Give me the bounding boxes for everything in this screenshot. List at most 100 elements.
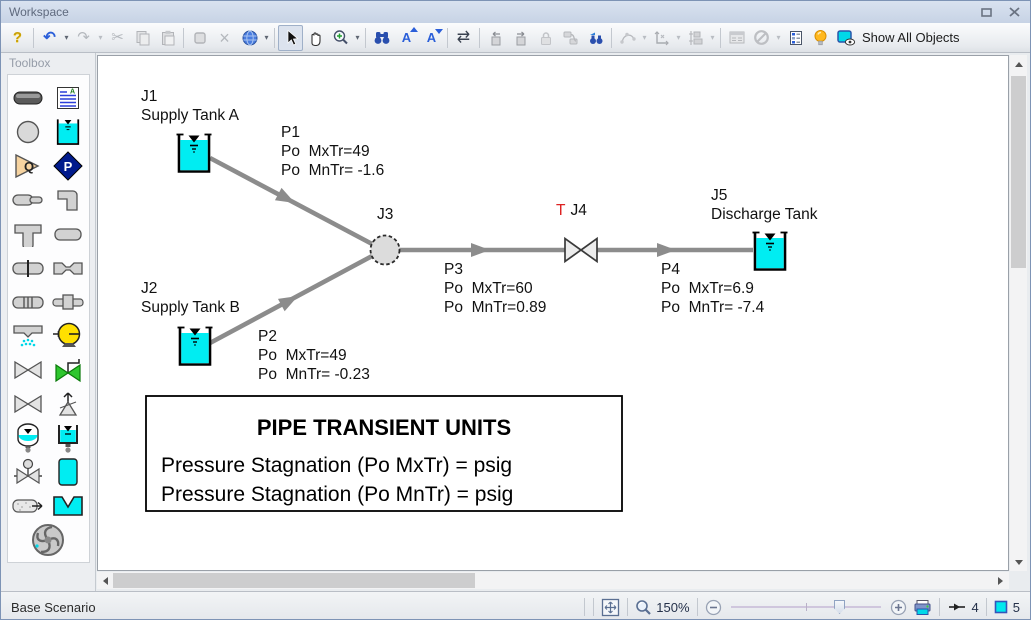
fit-to-window-button[interactable] <box>601 598 620 617</box>
units-annotation-box[interactable]: PIPE TRANSIENT UNITS Pressure Stagnation… <box>145 395 623 512</box>
assigned-flow-tool[interactable]: Q <box>8 149 48 183</box>
label-j1-id[interactable]: J1 <box>141 88 157 105</box>
volume-balance-tool[interactable] <box>48 217 88 251</box>
help-button[interactable]: ? <box>5 25 30 51</box>
redo-button[interactable]: ↷ <box>71 25 96 51</box>
relief-valve-tool[interactable] <box>48 387 88 421</box>
scale-position-button[interactable] <box>649 25 674 51</box>
cut-button[interactable]: ✂ <box>105 25 130 51</box>
label-j5-name[interactable]: Discharge Tank <box>711 206 818 223</box>
assigned-pressure-tool[interactable]: P <box>48 149 88 183</box>
venturi-tool[interactable] <box>48 251 88 285</box>
turbine-tool[interactable] <box>8 523 88 557</box>
junction-j3-branch-icon[interactable] <box>369 234 401 266</box>
delete-button[interactable]: × <box>212 25 237 51</box>
join-objects-button[interactable] <box>558 25 583 51</box>
dead-end-tool[interactable] <box>8 183 48 217</box>
align-button[interactable] <box>683 25 708 51</box>
gas-accumulator-tool[interactable] <box>8 421 48 455</box>
zoom-slider-thumb[interactable] <box>834 600 846 614</box>
undo-dropdown[interactable]: ▾ <box>64 33 69 42</box>
vertical-scrollbar[interactable] <box>1010 55 1027 571</box>
pan-button[interactable] <box>303 25 328 51</box>
properties-button[interactable] <box>724 25 749 51</box>
align-dropdown[interactable]: ▾ <box>710 33 715 42</box>
horizontal-scroll-thumb[interactable] <box>113 573 475 588</box>
scroll-left-arrow[interactable] <box>103 577 108 585</box>
junction-j5-tank-icon[interactable] <box>752 231 788 271</box>
pump-tool[interactable] <box>48 319 88 353</box>
jet-pump-tool[interactable] <box>8 489 48 523</box>
highlight-button[interactable] <box>808 25 833 51</box>
label-p4-id[interactable]: P4 <box>661 261 680 278</box>
liquid-accumulator-tool[interactable] <box>48 455 88 489</box>
polyline-button[interactable] <box>615 25 640 51</box>
redo-dropdown[interactable]: ▾ <box>98 33 103 42</box>
label-p3-id[interactable]: P3 <box>444 261 463 278</box>
control-valve-tool[interactable] <box>48 353 88 387</box>
select-button[interactable] <box>278 24 303 51</box>
disable-button[interactable] <box>749 25 774 51</box>
zoom-out-button[interactable] <box>705 599 722 616</box>
rotate-right-button[interactable] <box>508 25 533 51</box>
orifice-tool[interactable] <box>8 251 48 285</box>
globe-dropdown[interactable]: ▾ <box>264 33 269 42</box>
undo-button[interactable]: ↶ <box>37 25 62 51</box>
junction-list-button[interactable] <box>783 25 808 51</box>
find-button[interactable] <box>369 25 394 51</box>
valve-tool[interactable] <box>8 353 48 387</box>
show-all-objects-label[interactable]: Show All Objects <box>862 30 960 45</box>
reverse-direction-button[interactable]: ⇄ <box>451 25 476 51</box>
duplicate-button[interactable] <box>187 25 212 51</box>
junction-j4-valve-icon[interactable] <box>564 236 598 264</box>
restore-button[interactable] <box>974 3 998 21</box>
zoom-button[interactable] <box>328 25 353 51</box>
lock-button[interactable] <box>533 25 558 51</box>
junction-j1-tank-icon[interactable] <box>176 133 212 173</box>
label-p1-id[interactable]: P1 <box>281 124 300 141</box>
scroll-right-arrow[interactable] <box>998 577 1003 585</box>
horizontal-scrollbar[interactable] <box>97 572 1009 589</box>
label-j3-id[interactable]: J3 <box>377 206 393 223</box>
junction-j2-tank-icon[interactable] <box>177 326 213 366</box>
weir-tool[interactable] <box>48 489 88 523</box>
scale-dropdown[interactable]: ▾ <box>676 33 681 42</box>
scroll-up-arrow[interactable] <box>1015 62 1023 67</box>
check-valve-tool[interactable] <box>8 387 48 421</box>
label-j2-id[interactable]: J2 <box>141 280 157 297</box>
zoom-slider[interactable] <box>730 599 881 615</box>
label-j1-name[interactable]: Supply Tank A <box>141 107 240 124</box>
show-all-objects-button[interactable] <box>833 25 858 51</box>
zoom-in-button[interactable] <box>890 599 907 616</box>
copy-button[interactable] <box>130 25 155 51</box>
bend-tool[interactable] <box>48 183 88 217</box>
disable-dropdown[interactable]: ▾ <box>776 33 781 42</box>
surge-tank-tool[interactable] <box>48 421 88 455</box>
print-area-button[interactable] <box>913 599 932 616</box>
increase-font-button[interactable]: A <box>394 25 419 51</box>
find-object-button[interactable] <box>583 25 608 51</box>
tee-wye-tool[interactable] <box>8 217 48 251</box>
rotate-left-button[interactable] <box>483 25 508 51</box>
drawing-area[interactable]: J1 Supply Tank A P1 Po MxTr=49 Po MnTr= … <box>97 55 1009 571</box>
spray-discharge-tool[interactable] <box>8 319 48 353</box>
branch-tool[interactable] <box>8 115 48 149</box>
scroll-down-arrow[interactable] <box>1015 560 1023 565</box>
polyline-dropdown[interactable]: ▾ <box>642 33 647 42</box>
screen-tool[interactable] <box>8 285 48 319</box>
label-j5-id[interactable]: J5 <box>711 187 727 204</box>
label-p2-id[interactable]: P2 <box>258 328 277 345</box>
vertical-scroll-thumb[interactable] <box>1011 76 1026 268</box>
globe-grouping-button[interactable] <box>237 25 262 51</box>
general-component-tool[interactable] <box>48 285 88 319</box>
decrease-font-button[interactable]: A <box>419 25 444 51</box>
annotation-tool[interactable]: A <box>48 81 88 115</box>
pipe-tool[interactable] <box>8 81 48 115</box>
paste-button[interactable] <box>155 25 180 51</box>
actuated-valve-tool[interactable] <box>8 455 48 489</box>
zoom-dropdown[interactable]: ▾ <box>355 33 360 42</box>
reservoir-tool[interactable] <box>48 115 88 149</box>
close-button[interactable] <box>1002 3 1026 21</box>
label-j2-name[interactable]: Supply Tank B <box>141 299 240 316</box>
